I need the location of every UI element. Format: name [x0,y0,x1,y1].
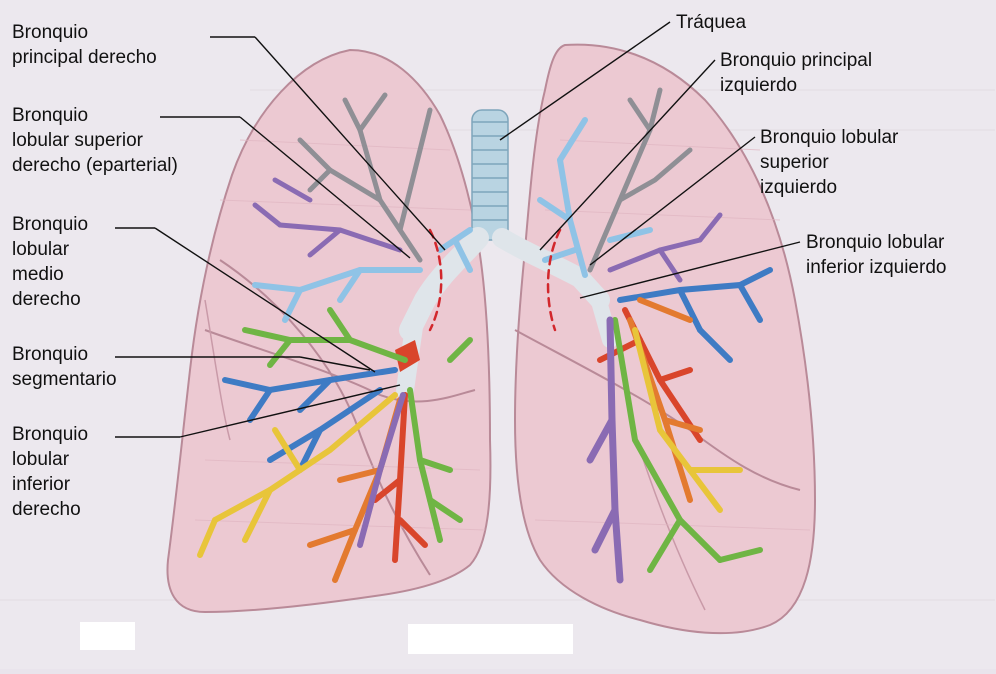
label-bronquio-lobular-medio-derecho: Bronquio lobular medio derecho [12,212,88,312]
label-bronquio-lobular-inferior-derecho: Bronquio lobular inferior derecho [12,422,88,522]
label-traquea: Tráquea [676,10,746,35]
redaction-block [408,624,573,654]
redaction-block [80,622,135,650]
label-bronquio-lobular-inferior-izquierdo: Bronquio lobular inferior izquierdo [806,230,946,280]
label-bronquio-lobular-superior-izquierdo: Bronquio lobular superior izquierdo [760,125,898,200]
label-bronquio-segmentario: Bronquio segmentario [12,342,117,392]
label-bronquio-lobular-superior-derecho: Bronquio lobular superior derecho (epart… [12,103,178,178]
label-bronquio-principal-derecho: Bronquio principal derecho [12,20,157,70]
label-bronquio-principal-izquierdo: Bronquio principal izquierdo [720,48,872,98]
